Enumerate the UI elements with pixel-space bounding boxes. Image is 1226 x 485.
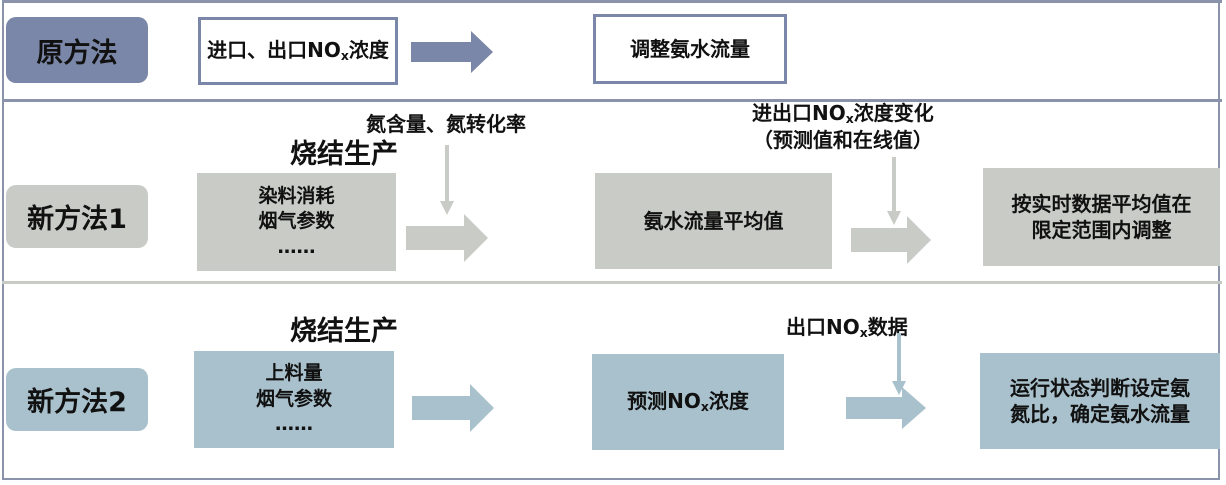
method1-middle-box: 氨水流量平均值 xyxy=(595,173,832,269)
method1-source-line: 染料消耗 xyxy=(258,184,335,207)
method2-middle-sub: x xyxy=(700,399,709,415)
note2-line2: （预测值和在线值） xyxy=(752,128,933,153)
method1-source-title: 烧结生产 xyxy=(290,139,398,170)
note2-text: 进出口NO xyxy=(752,101,846,125)
original-input-text-post: 浓度 xyxy=(348,38,389,63)
method2-result-line: 运行状态判断设定氨 xyxy=(1010,376,1190,400)
method2-arrow-2-icon xyxy=(846,387,926,429)
method1-arrow-1-icon xyxy=(406,214,488,262)
original-input-box: 进口、出口NOx浓度 xyxy=(198,17,398,85)
method1-input-note-2: 进出口NOx浓度变化 （预测值和在线值） xyxy=(752,100,934,153)
method1-arrow-2-icon xyxy=(851,216,931,264)
method2-arrow-1-icon xyxy=(412,384,494,432)
method2-middle-box: 预测NOx浓度 xyxy=(592,354,784,450)
method2-source-line: …… xyxy=(275,413,313,436)
original-output-box: 调整氨水流量 xyxy=(593,14,787,84)
method2-input-note: 出口NOx数据 xyxy=(786,311,908,340)
original-arrow-icon xyxy=(411,31,493,73)
method1-label: 新方法1 xyxy=(6,185,148,248)
method1-middle-text: 氨水流量平均值 xyxy=(643,209,784,233)
method1-down-arrow-2-icon xyxy=(887,157,901,225)
original-input-sub: x xyxy=(340,48,349,64)
note2-text-post: 浓度变化 xyxy=(853,101,934,125)
original-method-label: 原方法 xyxy=(6,17,148,83)
method2-note-text: 出口NO xyxy=(786,315,860,339)
top-border xyxy=(2,0,1222,3)
original-method-label-text: 原方法 xyxy=(36,37,118,69)
method2-label: 新方法2 xyxy=(6,368,148,431)
method2-source-line: 烟气参数 xyxy=(255,387,332,410)
method2-note-sub: x xyxy=(859,325,868,341)
method1-source-line: 烟气参数 xyxy=(258,210,335,233)
method2-result-line: 氮比，确定氨水流量 xyxy=(1010,402,1190,426)
method1-label-text: 新方法1 xyxy=(27,204,127,235)
method2-note-text-post: 数据 xyxy=(867,315,908,339)
method2-source-line: 上料量 xyxy=(265,362,323,385)
method2-source-box: 上料量 烟气参数 …… xyxy=(194,351,394,448)
original-output-text: 调整氨水流量 xyxy=(630,37,750,61)
method1-result-line: 按实时数据平均值在 xyxy=(1011,192,1192,216)
method2-source-title: 烧结生产 xyxy=(290,316,398,347)
method1-result-box: 按实时数据平均值在 限定范围内调整 xyxy=(983,168,1220,266)
row-divider-1 xyxy=(2,99,1222,102)
method1-result-line: 限定范围内调整 xyxy=(1031,218,1172,242)
original-input-text: 进口、出口NO xyxy=(207,38,341,63)
method1-input-note-1: 氮含量、氮转化率 xyxy=(366,112,526,136)
method2-result-box: 运行状态判断设定氨 氮比，确定氨水流量 xyxy=(980,353,1220,449)
method2-middle-text: 预测NO xyxy=(627,389,701,414)
method2-label-text: 新方法2 xyxy=(27,387,127,418)
method1-source-box: 染料消耗 烟气参数 …… xyxy=(197,173,396,271)
row-divider-2 xyxy=(2,281,1222,284)
method1-down-arrow-1-icon xyxy=(440,145,454,215)
method1-source-line: …… xyxy=(277,235,316,258)
method2-down-arrow-icon xyxy=(892,333,906,395)
note2-sub: x xyxy=(845,111,854,127)
method2-middle-text-post: 浓度 xyxy=(708,389,749,414)
